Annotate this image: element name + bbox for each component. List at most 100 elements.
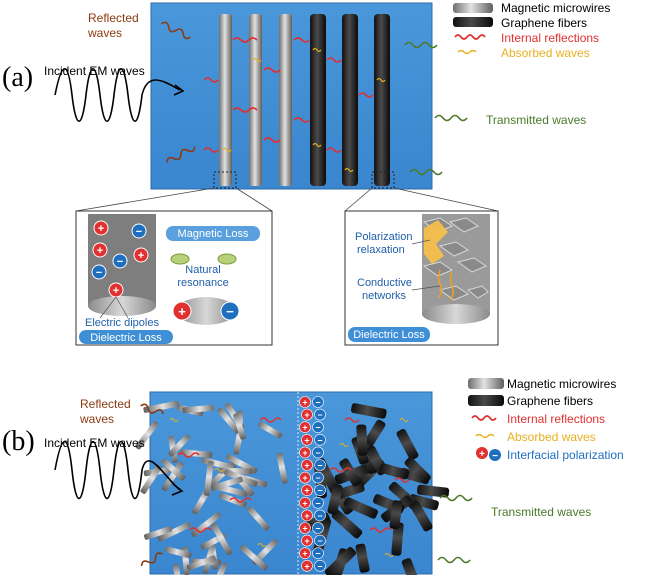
minus-charge: − [136,226,142,238]
panel-b-internal-reflections [177,417,410,533]
graphene-fiber [410,501,433,532]
plus-charge [301,408,313,421]
minus-charge-symbol: − [317,410,322,420]
magnetic-microwire [211,522,233,556]
inset-left: + − + − + − + Electric dipoles Dielectri… [75,210,273,346]
panel-a: (a) [2,1,610,346]
panel-a-reflected-label-2: waves [87,26,122,40]
minus-charge-symbol: − [317,461,322,471]
plus-charge-symbol: + [304,435,309,445]
polarization-label: Polarization [355,231,412,243]
magnetic-microwire [240,544,269,571]
legend-b-interfacial-label: Interfacial polarization [507,448,624,462]
plus-charge-symbol: + [304,410,309,420]
plus-charge [299,471,311,484]
dipole-pointer [99,296,117,319]
magnetic-microwire [279,14,292,186]
dielectric-loss-label: Dielectric Loss [90,332,162,344]
inset-left-cylinder-end [88,296,156,316]
inset-right: Polarization relaxation Conductive netwo… [344,210,499,346]
minus-charge [312,471,324,484]
graphene-fiber [355,543,370,573]
plus-charge: + [97,245,103,257]
plus-charge: + [113,285,119,297]
panel-b-transmitted-wave [437,556,471,564]
legend-absorbed-label: Absorbed waves [501,46,590,60]
legend-magnetic-swatch [453,3,493,13]
plus-charge-symbol: + [178,304,186,319]
plus-charge-large [172,301,192,321]
panel-b-reflected-label-2: waves [79,412,114,426]
graphene-fiber [374,14,390,186]
magnetic-loss-label: Magnetic Loss [178,228,249,240]
dielectric-loss-label-right: Dielectric Loss [353,329,425,341]
graphene-fiber [356,424,368,456]
graphene-fiber [310,14,326,186]
graphene-fiber [416,484,450,498]
magnetic-microwire [143,400,179,413]
plus-charge-symbol: + [304,536,309,546]
panel-b-reflected-wave [140,552,163,567]
graphene-fiber [363,419,386,448]
zoom-line [75,187,215,212]
plus-charge [299,496,311,509]
magnetic-microwire [246,506,270,531]
zoom-line [344,187,373,212]
plus-charge [301,459,313,471]
graphene-fiber [401,558,423,575]
panel-b-magnetic-microwires [135,400,288,575]
minus-charge-symbol: − [317,561,322,571]
plus-charge-symbol: + [304,486,309,496]
panel-a-absorbed-waves [222,47,386,173]
panel-b-letter: (b) [2,426,35,457]
magnetic-microwire [258,421,283,439]
polarization-region [424,220,448,264]
resonance-label: resonance [177,277,228,289]
minus-charge: − [96,267,102,279]
minus-charge-symbol: − [315,473,320,483]
interfacial-charges: +−+−+−+−+−+−+−+−+−+−+−+−+−+− [299,396,326,572]
minus-charge [314,459,326,471]
plus-charge: + [138,250,144,262]
magnetic-microwire [276,452,288,484]
legend-b-graphene-swatch [468,395,504,406]
minus-charge-symbol: − [226,304,234,319]
plus-charge-symbol: + [304,561,309,571]
dipole-body [176,297,236,325]
graphene-fiber [343,497,378,519]
legend-graphene-swatch [453,17,493,27]
legend-internal-swatch [454,34,486,40]
magnetic-microwire [249,14,262,186]
minus-charge [314,433,326,446]
panel-b-legend: Magnetic microwires Graphene fibers Inte… [468,377,624,462]
legend-graphene-label: Graphene fibers [501,16,587,30]
plus-charge-symbol: + [302,398,307,408]
panel-a-transmitted-wave [434,114,468,122]
dipole-pointer [115,296,129,319]
minus-charge-symbol: − [317,486,322,496]
networks-label: networks [362,290,407,302]
magnetic-microwire [135,421,159,450]
graphene-flakes [422,217,489,301]
magnetic-microwire [217,407,241,434]
panel-b-transmitted-wave [439,494,473,502]
panel-a-reflected-wave [160,21,191,40]
dielectric-loss-pill [79,330,173,344]
graphene-fiber [396,429,419,461]
minus-charge-symbol: − [315,448,320,458]
minus-charge [312,446,324,459]
panel-a-incident-arrowhead [173,84,185,96]
graphene-fiber [335,482,365,500]
panel-a-transmitted-wave [404,41,438,49]
panel-a-incident-label: Incident EM waves [44,64,145,78]
legend-b-plus: + [479,449,485,460]
panel-a-transmitted-label: Transmitted waves [486,113,586,127]
panel-b-incident-label: Incident EM waves [44,436,145,450]
panel-a-incident-wave [54,68,181,122]
magnetic-microwire [203,460,214,496]
dielectric-loss-pill-right [348,327,430,342]
panel-a-letter: (a) [2,62,33,93]
panel-a-reflected-label: Reflected [88,11,139,25]
panel-a-transmitted-wave [409,168,443,176]
